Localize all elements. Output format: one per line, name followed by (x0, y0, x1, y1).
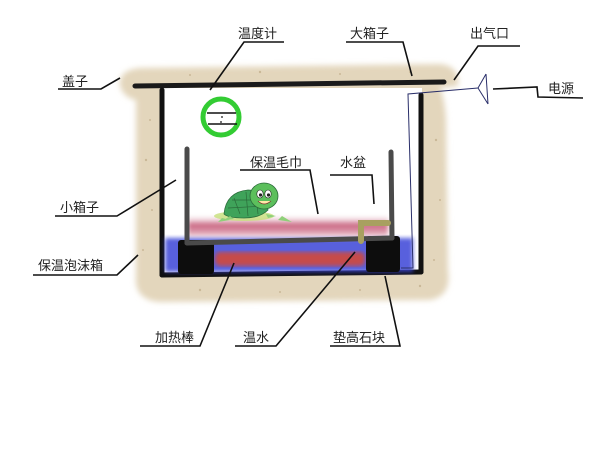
label-small-box: 小箱子 (60, 200, 99, 216)
stone-blocks (178, 236, 400, 274)
power-wire (401, 73, 489, 269)
thermometer (200, 96, 242, 138)
label-water-basin: 水盆 (340, 156, 366, 171)
label-big-box: 大箱子 (350, 26, 389, 42)
turtle-icon (214, 182, 292, 222)
label-thermometer: 温度计 (238, 26, 277, 42)
heater-rod (215, 252, 365, 266)
leader-lines (33, 41, 584, 347)
label-towel: 保温毛巾 (250, 156, 302, 171)
big-box (159, 87, 424, 278)
label-lid: 盖子 (62, 75, 88, 90)
label-stone-block: 垫高石块 (333, 330, 385, 346)
label-heater-rod: 加热棒 (155, 331, 194, 346)
small-box (184, 146, 395, 246)
label-air-outlet: 出气口 (470, 26, 509, 42)
label-power: 电源 (548, 82, 574, 97)
water-basin (358, 220, 391, 244)
label-warm-water: 温水 (243, 331, 269, 346)
label-foam-box: 保温泡沫箱 (38, 258, 103, 274)
lid (132, 79, 447, 89)
